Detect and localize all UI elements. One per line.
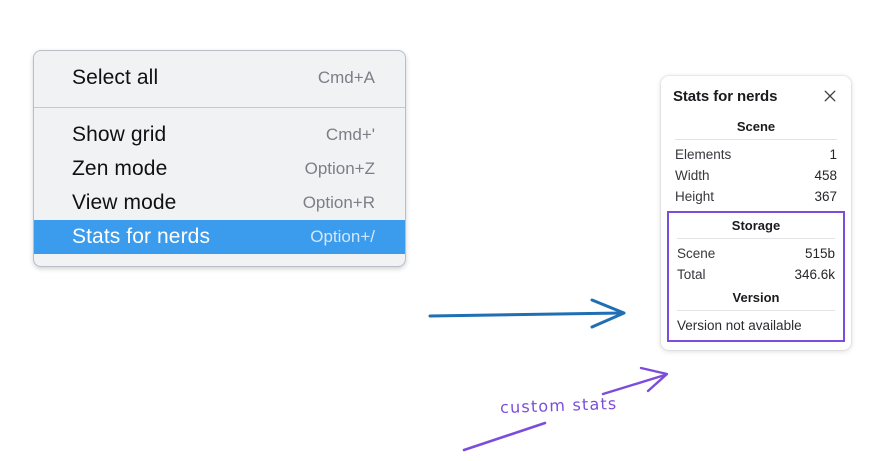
stat-row-storage-scene: Scene 515b xyxy=(675,243,837,264)
menu-group-2: Show grid Cmd+' Zen mode Option+Z View m… xyxy=(34,107,405,266)
panel-header: Stats for nerds xyxy=(673,87,839,105)
close-icon[interactable] xyxy=(821,87,839,105)
version-section: Version Version not available xyxy=(675,285,837,336)
menu-item-shortcut: Option+R xyxy=(302,193,375,212)
menu-item-label: Select all xyxy=(72,66,159,89)
menu-item-shortcut: Cmd+' xyxy=(325,125,375,144)
menu-item-view-mode[interactable]: View mode Option+R xyxy=(34,186,405,220)
menu-item-shortcut: Option+Z xyxy=(304,159,375,178)
stat-key: Height xyxy=(675,189,715,204)
stat-row-storage-total: Total 346.6k xyxy=(675,264,837,285)
menu-item-shortcut: Option+/ xyxy=(310,227,375,246)
version-heading: Version xyxy=(732,290,780,305)
custom-stats-highlight-box: Storage Scene 515b Total 346.6k Version … xyxy=(667,211,845,342)
stats-for-nerds-panel: Stats for nerds Scene Elements 1 Width 4… xyxy=(661,76,851,350)
stat-key: Elements xyxy=(675,147,732,162)
blue-arrow xyxy=(428,298,626,329)
menu-item-select-all[interactable]: Select all Cmd+A xyxy=(34,61,405,95)
storage-heading: Storage xyxy=(731,218,781,233)
stat-value: 515b xyxy=(804,246,835,261)
menu-item-zen-mode[interactable]: Zen mode Option+Z xyxy=(34,152,405,186)
divider xyxy=(675,139,837,140)
purple-arrow xyxy=(601,366,669,396)
menu-group-1: Select all Cmd+A xyxy=(34,51,405,107)
context-menu[interactable]: Select all Cmd+A Show grid Cmd+' Zen mod… xyxy=(33,50,406,267)
stat-value: 367 xyxy=(814,189,837,204)
menu-item-show-grid[interactable]: Show grid Cmd+' xyxy=(34,118,405,152)
menu-item-label: View mode xyxy=(72,191,177,214)
stat-value: 1 xyxy=(829,147,837,162)
storage-section: Storage Scene 515b Total 346.6k xyxy=(675,213,837,285)
divider xyxy=(677,310,835,311)
stat-row-elements: Elements 1 xyxy=(673,144,839,165)
stat-value: 346.6k xyxy=(794,267,835,282)
stat-value: 458 xyxy=(814,168,837,183)
panel-title: Stats for nerds xyxy=(673,87,778,105)
annotation-underline xyxy=(462,421,547,452)
divider xyxy=(677,238,835,239)
menu-item-label: Show grid xyxy=(72,123,167,146)
menu-item-label: Zen mode xyxy=(72,157,168,180)
stat-key: Width xyxy=(675,168,710,183)
menu-item-shortcut: Cmd+A xyxy=(317,68,375,87)
version-value: Version not available xyxy=(677,318,802,333)
scene-heading: Scene xyxy=(736,119,776,134)
scene-section: Scene Elements 1 Width 458 Height 367 xyxy=(673,114,839,207)
menu-item-stats-for-nerds[interactable]: Stats for nerds Option+/ xyxy=(34,220,405,254)
annotation-label-custom-stats: custom stats xyxy=(499,393,618,418)
stat-key: Scene xyxy=(677,246,716,261)
menu-item-label: Stats for nerds xyxy=(72,225,211,248)
stat-key: Total xyxy=(677,267,706,282)
stat-row-height: Height 367 xyxy=(673,186,839,207)
stat-row-width: Width 458 xyxy=(673,165,839,186)
